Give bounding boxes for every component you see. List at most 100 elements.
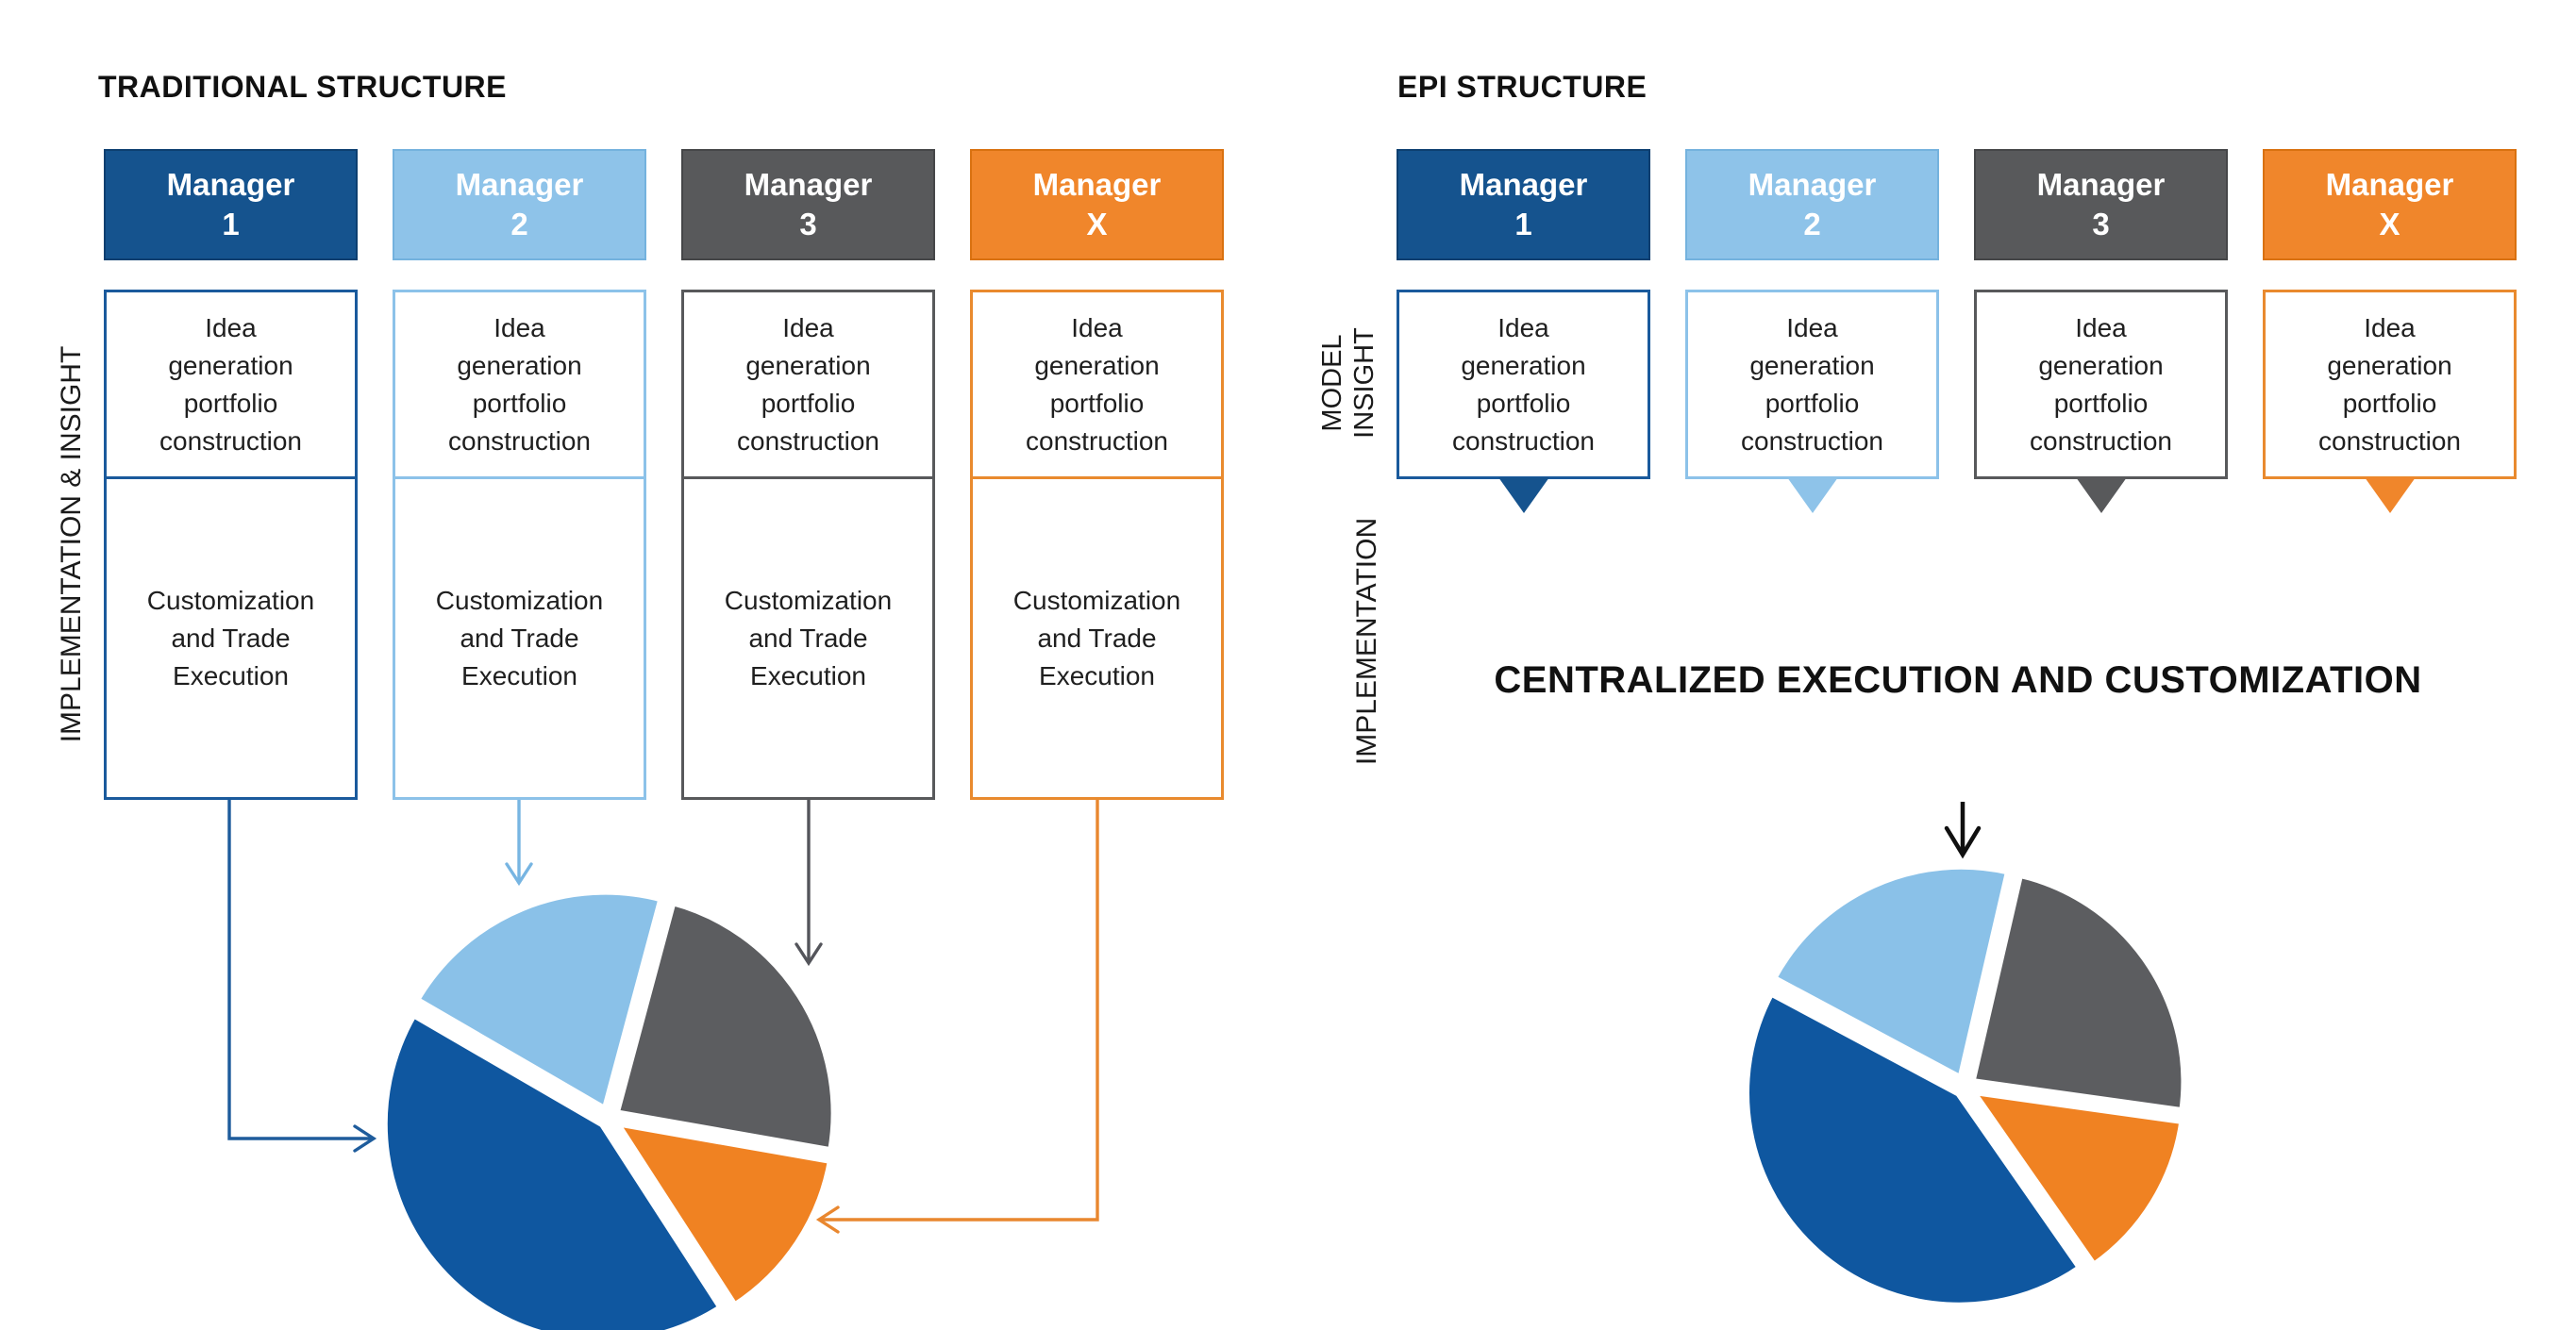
idea-generation-text-line: construction	[2030, 425, 2172, 456]
left-manager-2-box: Manager 2	[393, 149, 646, 260]
idea-generation-text-line: construction	[2318, 425, 2461, 456]
right-manager-X-callout-pointer-icon	[2364, 477, 2416, 513]
idea-generation-text-line: portfolio	[2053, 388, 2149, 418]
idea-generation-text-line: generation	[1461, 350, 1586, 380]
manager-box-label-line2: 1	[1514, 207, 1532, 241]
idea-generation-text-line: portfolio	[2342, 388, 2437, 418]
manager-box-label-line2: X	[1086, 207, 1108, 241]
customization-text-line: Customization	[1012, 585, 1181, 615]
idea-generation-text-line: construction	[1026, 425, 1168, 456]
customization-text-line: and Trade	[1037, 623, 1157, 653]
idea-generation-text-line: Idea	[782, 312, 834, 342]
idea-generation-text-line: generation	[2038, 350, 2164, 380]
right-manager-2-idea-generation-box: Idea generation portfolio construction	[1685, 290, 1939, 479]
idea-generation-text-line: portfolio	[1049, 388, 1145, 418]
customization-text-line: Execution	[173, 660, 289, 690]
traditional-structure-pie-slice-manager-x	[611, 1118, 836, 1310]
epi-structure-pie-slice-manager-3	[1967, 870, 2189, 1116]
epi-structure-pie-slice-manager-2	[1768, 861, 2014, 1083]
idea-generation-text-line: portfolio	[1765, 388, 1860, 418]
manager-box-label-line2: 3	[2092, 207, 2110, 241]
idea-generation-text-line: portfolio	[472, 388, 567, 418]
idea-generation-text-line: portfolio	[183, 388, 278, 418]
right-manager-X-idea-generation-box: Idea generation portfolio construction	[2263, 290, 2517, 479]
manager-box-label-line1: Manager	[1032, 167, 1162, 202]
manager3-to-pie-arrow-head-icon	[795, 942, 823, 967]
idea-generation-text-line: generation	[457, 350, 582, 380]
managerX-to-pie-arrow-head-icon	[815, 1205, 840, 1234]
customization-text-line: and Trade	[748, 623, 868, 653]
customization-text-line: Customization	[146, 585, 315, 615]
right-manager-2-callout-pointer-icon	[1786, 477, 1838, 513]
manager-box-label-line1: Manager	[1459, 167, 1588, 202]
customization-text-line: Customization	[724, 585, 893, 615]
traditional-structure-pie-slice-manager-3	[611, 898, 839, 1155]
customization-text-line: and Trade	[460, 623, 579, 653]
idea-generation-text-line: generation	[1034, 350, 1160, 380]
manager-box-label-line2: 3	[799, 207, 817, 241]
idea-generation-text-line: Idea	[1786, 312, 1838, 342]
manager2-to-pie-arrow-head-icon	[505, 862, 533, 887]
manager3-to-pie-arrow	[795, 800, 823, 967]
right-manager-2-box: Manager 2	[1685, 149, 1939, 260]
manager-box-label-line2: 2	[1803, 207, 1821, 241]
manager-box-label-line1: Manager	[744, 167, 873, 202]
right-manager-3-box: Manager 3	[1974, 149, 2228, 260]
idea-generation-text-line: construction	[448, 425, 591, 456]
manager-box-label-line1: Manager	[2325, 167, 2454, 202]
manager-box-label-line1: Manager	[455, 167, 584, 202]
manager-box-label-line2: 2	[510, 207, 528, 241]
centralized-execution-label: CENTRALIZED EXECUTION AND CUSTOMIZATION	[1494, 659, 2422, 701]
right-manager-3-callout-pointer-icon	[2075, 477, 2127, 513]
manager-box-label-line1: Manager	[1748, 167, 1877, 202]
idea-generation-text-line: generation	[1749, 350, 1875, 380]
idea-generation-text-line: Idea	[1497, 312, 1549, 342]
managerX-to-pie-arrow	[815, 800, 1099, 1234]
idea-generation-text-line: Idea	[2075, 312, 2127, 342]
idea-generation-text-line: construction	[1741, 425, 1883, 456]
traditional-structure-title: TRADITIONAL STRUCTURE	[98, 70, 507, 104]
idea-generation-text-line: Idea	[2364, 312, 2416, 342]
epi-structure-pie	[1742, 861, 2189, 1310]
left-manager-2-idea-generation-section: Idea generation portfolio construction	[395, 292, 644, 479]
right-manager-1-callout-pointer-icon	[1497, 477, 1549, 513]
customization-text-line: Execution	[750, 660, 866, 690]
manager1-to-pie-arrow-head-icon	[353, 1124, 377, 1153]
traditional-structure-pie-slice-manager-1	[379, 1010, 726, 1330]
right-manager-1-box: Manager 1	[1397, 149, 1650, 260]
epi-structure-title: EPI STRUCTURE	[1397, 70, 1648, 104]
centralized-to-pie-arrow-head-icon	[1944, 825, 1982, 859]
manager-box-label-line1: Manager	[2036, 167, 2166, 202]
customization-text-line: Execution	[1039, 660, 1155, 690]
manager2-to-pie-arrow	[505, 800, 533, 887]
idea-generation-text-line: portfolio	[1476, 388, 1571, 418]
idea-generation-text-line: Idea	[205, 312, 257, 342]
idea-generation-text-line: generation	[745, 350, 871, 380]
right-manager-3-idea-generation-box: Idea generation portfolio construction	[1974, 290, 2228, 479]
manager-box-label-line2: 1	[222, 207, 240, 241]
idea-generation-text-line: generation	[2327, 350, 2452, 380]
customization-text-line: and Trade	[171, 623, 291, 653]
manager-box-label-line2: X	[2379, 207, 2400, 241]
idea-generation-text-line: construction	[1452, 425, 1595, 456]
epi-structure-pie-slice-manager-1	[1742, 989, 2085, 1310]
traditional-structure-pie-slice-manager-2	[411, 887, 666, 1114]
customization-text-line: Execution	[461, 660, 577, 690]
idea-generation-text-line: construction	[159, 425, 302, 456]
idea-generation-text-line: Idea	[493, 312, 545, 342]
